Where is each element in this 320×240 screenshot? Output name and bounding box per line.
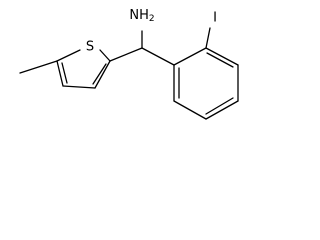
c-i-bond bbox=[205, 27, 211, 49]
chemical-structure-diagram: NH2 I S bbox=[19, 8, 239, 120]
thiophene-double-bond bbox=[61, 62, 68, 84]
phenyl-bond bbox=[173, 47, 207, 66]
sulfur-label: S bbox=[86, 40, 94, 55]
amine-label: NH2 bbox=[129, 8, 154, 24]
thiophene-ring bbox=[19, 49, 111, 89]
phenyl-bond bbox=[173, 100, 207, 120]
phenyl-ring bbox=[173, 27, 239, 120]
phenyl-bond bbox=[205, 100, 239, 120]
thiophene-bond bbox=[62, 85, 96, 89]
c-thiophene-bond bbox=[109, 47, 143, 62]
thiophene-bond bbox=[56, 60, 64, 87]
thiophene-bond bbox=[56, 49, 81, 62]
phenyl-double-bond bbox=[205, 97, 234, 115]
thiophene-double-bond bbox=[92, 63, 107, 85]
c-phenyl-bond bbox=[141, 47, 175, 66]
iodine-label: I bbox=[213, 11, 217, 26]
thiophene-bond bbox=[94, 60, 111, 89]
methyl-bond bbox=[19, 60, 58, 74]
phenyl-double-bond bbox=[206, 52, 234, 68]
thiophene-bond bbox=[99, 49, 111, 62]
phenyl-bond bbox=[205, 47, 239, 66]
